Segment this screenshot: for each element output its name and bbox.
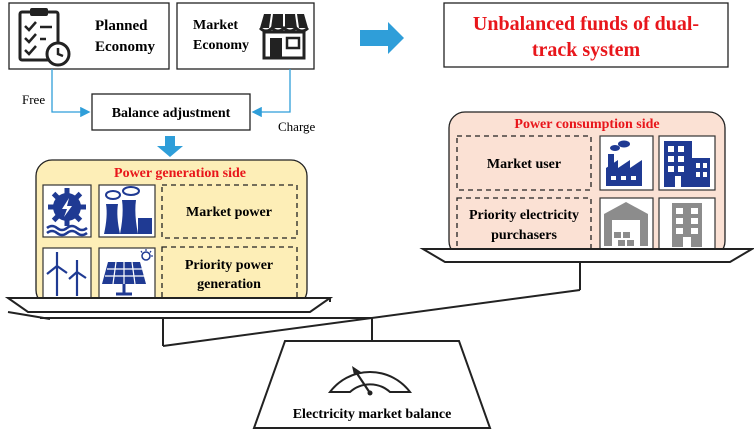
planned-economy-icon — [18, 8, 71, 67]
planned-economy-label-1: Planned — [95, 18, 148, 34]
priority-purchasers-box: Priority electricity purchasers — [456, 197, 592, 251]
consumption-panel: Power consumption side Market user Prior… — [448, 111, 726, 258]
unbalanced-funds-box: Unbalanced funds of dual- track system — [443, 2, 729, 68]
planned-economy-box: Planned Economy — [8, 2, 170, 70]
consumption-title: Power consumption side — [514, 117, 659, 132]
charge-label: Charge — [278, 119, 316, 134]
flow-arrow-right — [360, 22, 404, 54]
generation-panel: Power generation side — [35, 159, 308, 307]
market-power-label: Market power — [186, 205, 272, 220]
planned-economy-label-2: Economy — [95, 39, 156, 55]
connector-lines — [51, 69, 291, 118]
priority-generation-label-1: Priority power — [185, 258, 273, 273]
solar-panel-icon — [98, 247, 156, 299]
market-user-box: Market user — [456, 135, 592, 191]
generation-title: Power generation side — [114, 166, 246, 181]
market-economy-label-2: Economy — [193, 38, 249, 53]
market-economy-box: Market Economy — [176, 2, 315, 70]
priority-purchasers-label-2: purchasers — [491, 228, 557, 243]
priority-generation-label-2: generation — [197, 277, 261, 292]
market-economy-label-1: Market — [193, 18, 238, 33]
unbalanced-funds-title-2: track system — [532, 39, 641, 61]
market-power-box: Market power — [161, 184, 298, 239]
factory-icon — [599, 135, 654, 191]
apartment-building-icon — [658, 197, 716, 251]
balance-adjustment-box: Balance adjustment — [91, 93, 251, 131]
hydro-power-icon — [42, 184, 92, 238]
balance-structure — [7, 262, 581, 347]
office-building-icon — [658, 135, 716, 191]
meter-label: Electricity market balance — [293, 407, 452, 422]
balance-meter: Electricity market balance — [252, 340, 492, 429]
left-scale-pan — [4, 297, 334, 313]
priority-purchasers-label-1: Priority electricity — [469, 208, 579, 223]
warehouse-icon — [599, 197, 654, 251]
right-scale-pan — [419, 248, 754, 263]
market-user-label: Market user — [487, 157, 561, 172]
free-label: Free — [22, 92, 45, 107]
balance-adjustment-label: Balance adjustment — [112, 106, 231, 121]
unbalanced-funds-title-1: Unbalanced funds of dual- — [473, 13, 699, 35]
thermal-plant-icon — [98, 184, 156, 238]
priority-generation-box: Priority power generation — [161, 246, 298, 300]
flow-arrow-down — [157, 136, 183, 157]
wind-turbine-icon — [42, 247, 92, 299]
shop-icon — [258, 13, 310, 60]
